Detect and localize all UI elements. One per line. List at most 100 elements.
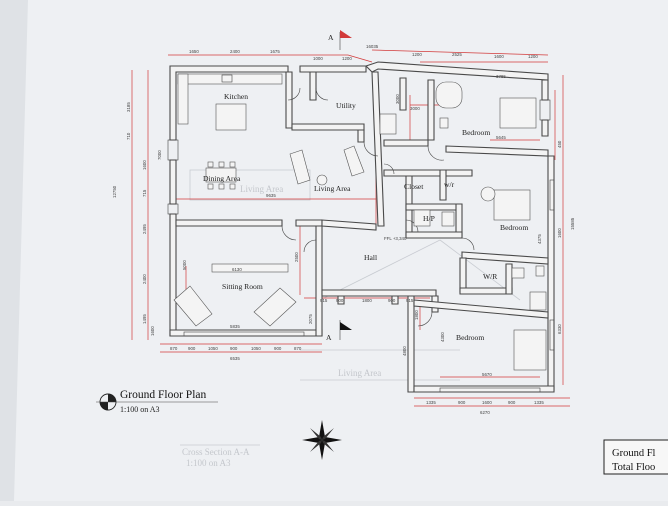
- dim-label: 900: [274, 346, 282, 351]
- wall: [295, 219, 323, 227]
- dim-label: 1495: [142, 314, 147, 324]
- dim-label: 1800: [414, 310, 419, 320]
- room-label-living: Living Area: [314, 184, 351, 193]
- dim-label: 915: [406, 298, 414, 303]
- walls: [169, 61, 555, 393]
- dim-label: 915: [320, 298, 328, 303]
- window: [549, 179, 555, 211]
- dim-label: 5670: [482, 372, 492, 377]
- north-arrow-icon: [302, 420, 342, 460]
- window: [167, 139, 179, 161]
- dim-label: 900: [388, 298, 396, 303]
- title-symbol-quadrant: [108, 394, 116, 402]
- wall: [413, 385, 555, 393]
- title-symbol-quadrant: [100, 402, 108, 410]
- sofa: [173, 285, 213, 327]
- dim-label: 900: [508, 400, 516, 405]
- wall: [541, 79, 549, 101]
- dim-label: 450: [557, 140, 562, 148]
- dim-label: 1600: [142, 160, 147, 170]
- chair: [218, 161, 225, 168]
- toilet: [439, 117, 449, 129]
- hp-unit: [441, 211, 455, 227]
- room-label-bedroom: Bedroom: [462, 128, 490, 137]
- room-label-dining: Dining Area: [203, 174, 241, 183]
- dim-label: 1600: [150, 326, 155, 336]
- ghost-outline: [189, 169, 311, 201]
- section-scale: 1:100 on A3: [186, 458, 231, 468]
- section-arrow: [340, 30, 352, 38]
- wall: [383, 169, 473, 177]
- wall: [337, 295, 345, 305]
- wall: [399, 77, 407, 111]
- room-label-closet: Closet: [404, 182, 424, 191]
- dim-label: FFL +3,340: [384, 236, 407, 241]
- ghost-label: Living Area: [240, 184, 283, 194]
- chair: [207, 161, 214, 168]
- title-block: Ground Floor Plan 1:100 on A3: [96, 389, 218, 414]
- dim-label: 900: [336, 298, 344, 303]
- wall: [547, 155, 555, 391]
- dim-label: 3000: [395, 94, 400, 104]
- door-swing: [303, 239, 317, 253]
- wall: [169, 159, 177, 205]
- sofa: [343, 145, 365, 177]
- kitchen-counter: [177, 73, 189, 125]
- wall: [505, 263, 513, 295]
- room-label-kitchen: Kitchen: [224, 92, 248, 101]
- dim-label: 3185: [126, 102, 131, 112]
- wall: [427, 79, 435, 141]
- dining-table: [205, 167, 237, 183]
- wall: [383, 139, 429, 147]
- dim-label: 900: [188, 346, 196, 351]
- wall: [455, 203, 463, 237]
- wall: [371, 71, 385, 227]
- dim-label: 5000: [182, 260, 187, 270]
- corner-title-box: Ground Fl Total Floo: [603, 439, 668, 475]
- hp-unit: [413, 209, 431, 227]
- dim-label: 1600: [482, 400, 492, 405]
- door-swing: [427, 145, 445, 161]
- toilet: [535, 265, 545, 277]
- dim-label: 2400: [230, 49, 240, 54]
- dim-label: 5835: [230, 324, 240, 329]
- window: [167, 203, 179, 215]
- chair: [207, 183, 214, 190]
- door-swing: [417, 311, 433, 327]
- dim-label: 1675: [270, 49, 280, 54]
- door-swing: [287, 87, 301, 101]
- bath: [435, 81, 463, 109]
- section-marker-label: A: [326, 333, 332, 342]
- kitchen-counter: [177, 73, 283, 85]
- dim-label: 7000: [157, 150, 162, 160]
- wall: [291, 123, 365, 131]
- dim-label: 2500: [294, 252, 299, 262]
- dim-label: 710: [126, 132, 131, 140]
- wall: [405, 203, 461, 211]
- dim-label: 4300: [440, 332, 445, 342]
- wall: [461, 251, 549, 265]
- door-swing: [281, 225, 297, 241]
- door-swing: [383, 163, 395, 175]
- wall: [169, 213, 177, 337]
- wall: [541, 119, 549, 137]
- dim-label: 1200: [412, 52, 422, 57]
- window: [539, 99, 551, 121]
- dim-label: 12750: [112, 185, 117, 198]
- bed: [493, 189, 531, 221]
- sofa: [289, 149, 311, 185]
- chair: [229, 183, 236, 190]
- section-label: Cross Section A-A: [182, 447, 250, 457]
- tv-unit: [211, 263, 289, 273]
- dim-label: 2400: [142, 274, 147, 284]
- room-labels: Kitchen Utility Bedroom Dining Area Livi…: [203, 92, 528, 342]
- dim-label: 1800: [362, 298, 372, 303]
- dim-label: 9635: [266, 193, 276, 198]
- dim-label: 4375: [537, 234, 542, 244]
- dim-label: 1335: [534, 400, 544, 405]
- kitchen-island: [215, 103, 247, 131]
- wall: [321, 289, 437, 297]
- dim-label: 1050: [251, 346, 261, 351]
